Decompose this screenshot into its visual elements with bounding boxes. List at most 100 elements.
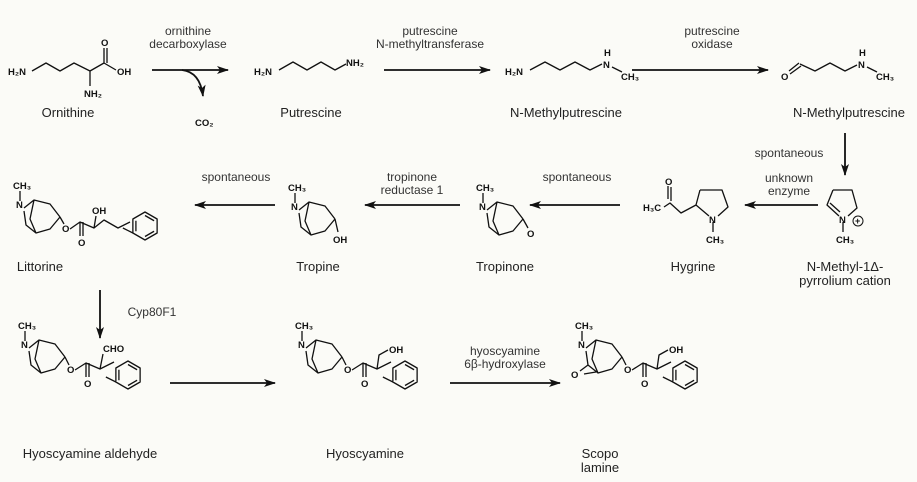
step-label: putrescine <box>402 24 458 38</box>
step-label: Littorine <box>17 259 63 274</box>
ring-bonds <box>392 360 418 390</box>
reaction-arrow <box>181 69 206 97</box>
atom-label: N <box>21 340 28 351</box>
step-label: Tropine <box>296 259 340 274</box>
bond <box>278 61 347 71</box>
step-label: Hyoscyamine <box>326 446 404 461</box>
atom-label: O <box>62 224 69 235</box>
step-spontaneous-2: spontaneous <box>529 170 620 209</box>
bond <box>122 227 134 234</box>
double-bond <box>684 363 695 371</box>
step-label: Cyp80F1 <box>128 305 177 319</box>
step-putrescine-n-methyltransferase: putrescine N-methyltransferase <box>376 24 491 74</box>
ring-bonds <box>115 360 141 390</box>
atom-label: O <box>361 379 368 390</box>
double-bond <box>404 363 415 371</box>
atom-label: N <box>479 202 486 213</box>
step-hyoscyamine-6b-hydroxylase: hyoscyamine 6β-hydroxylase <box>450 344 561 387</box>
atom-label: CH₃ <box>836 235 854 246</box>
atom-label: CH₃ <box>18 321 36 332</box>
step-label: Scopo <box>582 446 619 461</box>
atom-label: CO₂ <box>195 118 213 129</box>
atom-label: NH₂ <box>346 58 364 69</box>
compound-tropine: N CH₃ OH Tropine <box>288 183 347 274</box>
atom-label: CH₃ <box>876 72 894 83</box>
step-putrescine-oxidase: putrescine oxidase <box>632 24 769 74</box>
atom-label: OH <box>333 235 347 246</box>
bond <box>19 190 61 234</box>
step-label: tropinone <box>387 170 437 184</box>
bond <box>852 215 864 227</box>
bond <box>788 62 878 75</box>
compound-putrescine: H₂N NH₂ Putrescine <box>254 58 364 120</box>
double-bond <box>144 230 155 238</box>
atom-label: H <box>859 48 866 59</box>
step-label: N-methyltransferase <box>376 37 484 51</box>
compound-scopolamine: N CH₃ O O O OH Scopo lamine <box>571 321 698 475</box>
step-label: Hyoscyamine aldehyde <box>23 446 157 461</box>
step-label: N-Methylputrescine <box>510 105 622 120</box>
bond <box>663 186 729 232</box>
ring-bonds <box>672 360 698 390</box>
phenyl-ring <box>382 360 418 390</box>
atom-label: N <box>291 202 298 213</box>
atom-label: O <box>344 365 351 376</box>
bond <box>64 353 115 377</box>
step-label: pyrrolium cation <box>799 273 891 288</box>
bond <box>826 189 858 232</box>
atom-label: OH <box>389 345 403 356</box>
step-label: putrescine <box>684 24 740 38</box>
step-label: reductase 1 <box>381 183 444 197</box>
compound-pyrrolium-cation: N CH₃ + N-Methyl-1Δ- pyrrolium cation <box>799 189 891 288</box>
atom-label: O <box>624 365 631 376</box>
atom-label: H₂N <box>8 67 26 78</box>
compound-n-methylputrescine: H₂N N H CH₃ N-Methylputrescine <box>505 48 639 120</box>
compound-hygrine: N CH₃ O H₃C Hygrine <box>643 177 729 274</box>
step-unknown-enzyme: unknown enzyme <box>744 171 818 209</box>
atom-label: CH₃ <box>575 321 593 332</box>
bond <box>31 48 117 86</box>
compound-hyoscyamine: N CH₃ O O OH Hyoscyamine <box>295 321 418 461</box>
atom-label: O <box>67 365 74 376</box>
bond <box>341 349 392 377</box>
atom-label: H₂N <box>254 67 272 78</box>
atom-label: O <box>665 177 672 188</box>
ring-bonds <box>132 211 158 241</box>
atom-label: OH <box>669 345 683 356</box>
bond <box>59 215 131 236</box>
atom-label: CH₃ <box>621 72 639 83</box>
step-label: enzyme <box>768 184 810 198</box>
phenyl-ring <box>662 360 698 390</box>
atom-label: CH₃ <box>476 183 494 194</box>
atom-label: CHO <box>103 344 124 355</box>
bond <box>24 330 66 374</box>
compound-littorine: N CH₃ O O OH Littorine <box>13 181 158 274</box>
bond <box>294 192 336 236</box>
bond <box>579 349 672 377</box>
atom-label: O <box>527 229 534 240</box>
atom-label: N <box>16 200 23 211</box>
bond <box>522 218 529 229</box>
step-label: unknown <box>765 171 813 185</box>
atom-label: O <box>78 238 85 249</box>
compound-ornithine: H₂N O OH NH₂ Ornithine <box>8 38 131 120</box>
atom-label: CH₃ <box>706 235 724 246</box>
bond <box>529 61 623 73</box>
atom-label: N <box>298 340 305 351</box>
double-bond <box>127 379 138 387</box>
double-bond <box>144 214 155 222</box>
atom-label: O <box>781 72 788 83</box>
atom-label: H₃C <box>643 203 661 214</box>
atom-label: H <box>604 48 611 59</box>
atom-label: N <box>603 60 610 71</box>
step-label: ornithine <box>165 24 211 38</box>
step-label: Hygrine <box>671 259 716 274</box>
step-ornithine-decarboxylase: ornithine decarboxylase CO₂ <box>149 24 229 129</box>
atom-label: O <box>84 379 91 390</box>
atom-label: OH <box>117 67 131 78</box>
bond <box>334 218 339 233</box>
atom-label: NH₂ <box>84 89 102 100</box>
step-label: decarboxylase <box>149 37 227 51</box>
bond <box>482 192 524 236</box>
